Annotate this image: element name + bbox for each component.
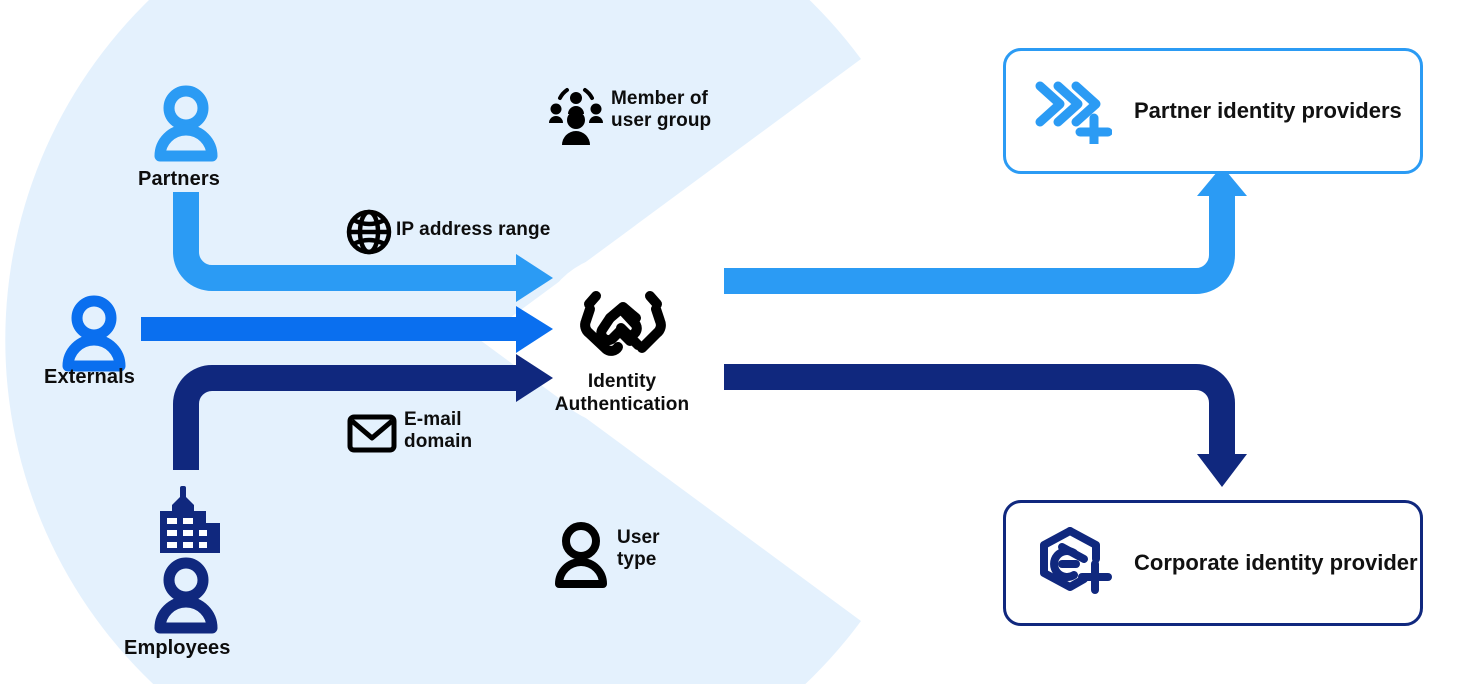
attribute-label-ip-address-range: IP address range xyxy=(396,219,551,240)
chevrons-plus-icon xyxy=(1035,81,1112,144)
center-node-label: Identity Authentication xyxy=(554,371,690,416)
actor-label-partners: Partners xyxy=(138,168,220,190)
actor-label-externals: Externals xyxy=(44,366,135,388)
building-icon-employees xyxy=(160,486,220,553)
fan-background xyxy=(5,0,861,684)
flow-arrow-to-partner-idp xyxy=(724,166,1247,294)
target-box-partner-identity-providers[interactable]: Partner identity providers xyxy=(1003,48,1423,174)
person-icon-user-type xyxy=(555,522,607,588)
attribute-label-email-domain: E-mail domain xyxy=(404,409,473,453)
attribute-label-user-type: User type xyxy=(617,527,660,571)
person-icon-partners xyxy=(154,85,218,162)
flow-arrow-partners xyxy=(173,192,553,302)
globe-icon xyxy=(346,209,392,255)
flow-arrow-employees xyxy=(173,354,553,470)
actor-label-employees: Employees xyxy=(124,637,231,659)
person-icon-employees xyxy=(154,557,218,634)
target-label-partner-identity-providers: Partner identity providers xyxy=(1134,98,1402,123)
user-group-icon xyxy=(549,88,603,145)
target-box-corporate-identity-provider[interactable]: Corporate identity provider xyxy=(1003,500,1423,626)
handshake-icon xyxy=(580,291,666,356)
person-icon-externals xyxy=(62,295,126,372)
flow-arrow-externals xyxy=(141,306,553,353)
flow-arrow-to-corporate-idp xyxy=(724,364,1247,487)
target-label-corporate-identity-provider: Corporate identity provider xyxy=(1134,550,1418,575)
envelope-icon xyxy=(347,414,397,453)
hexagon-plus-icon xyxy=(1040,527,1112,594)
attribute-label-member-of-user-group: Member of user group xyxy=(611,88,712,132)
